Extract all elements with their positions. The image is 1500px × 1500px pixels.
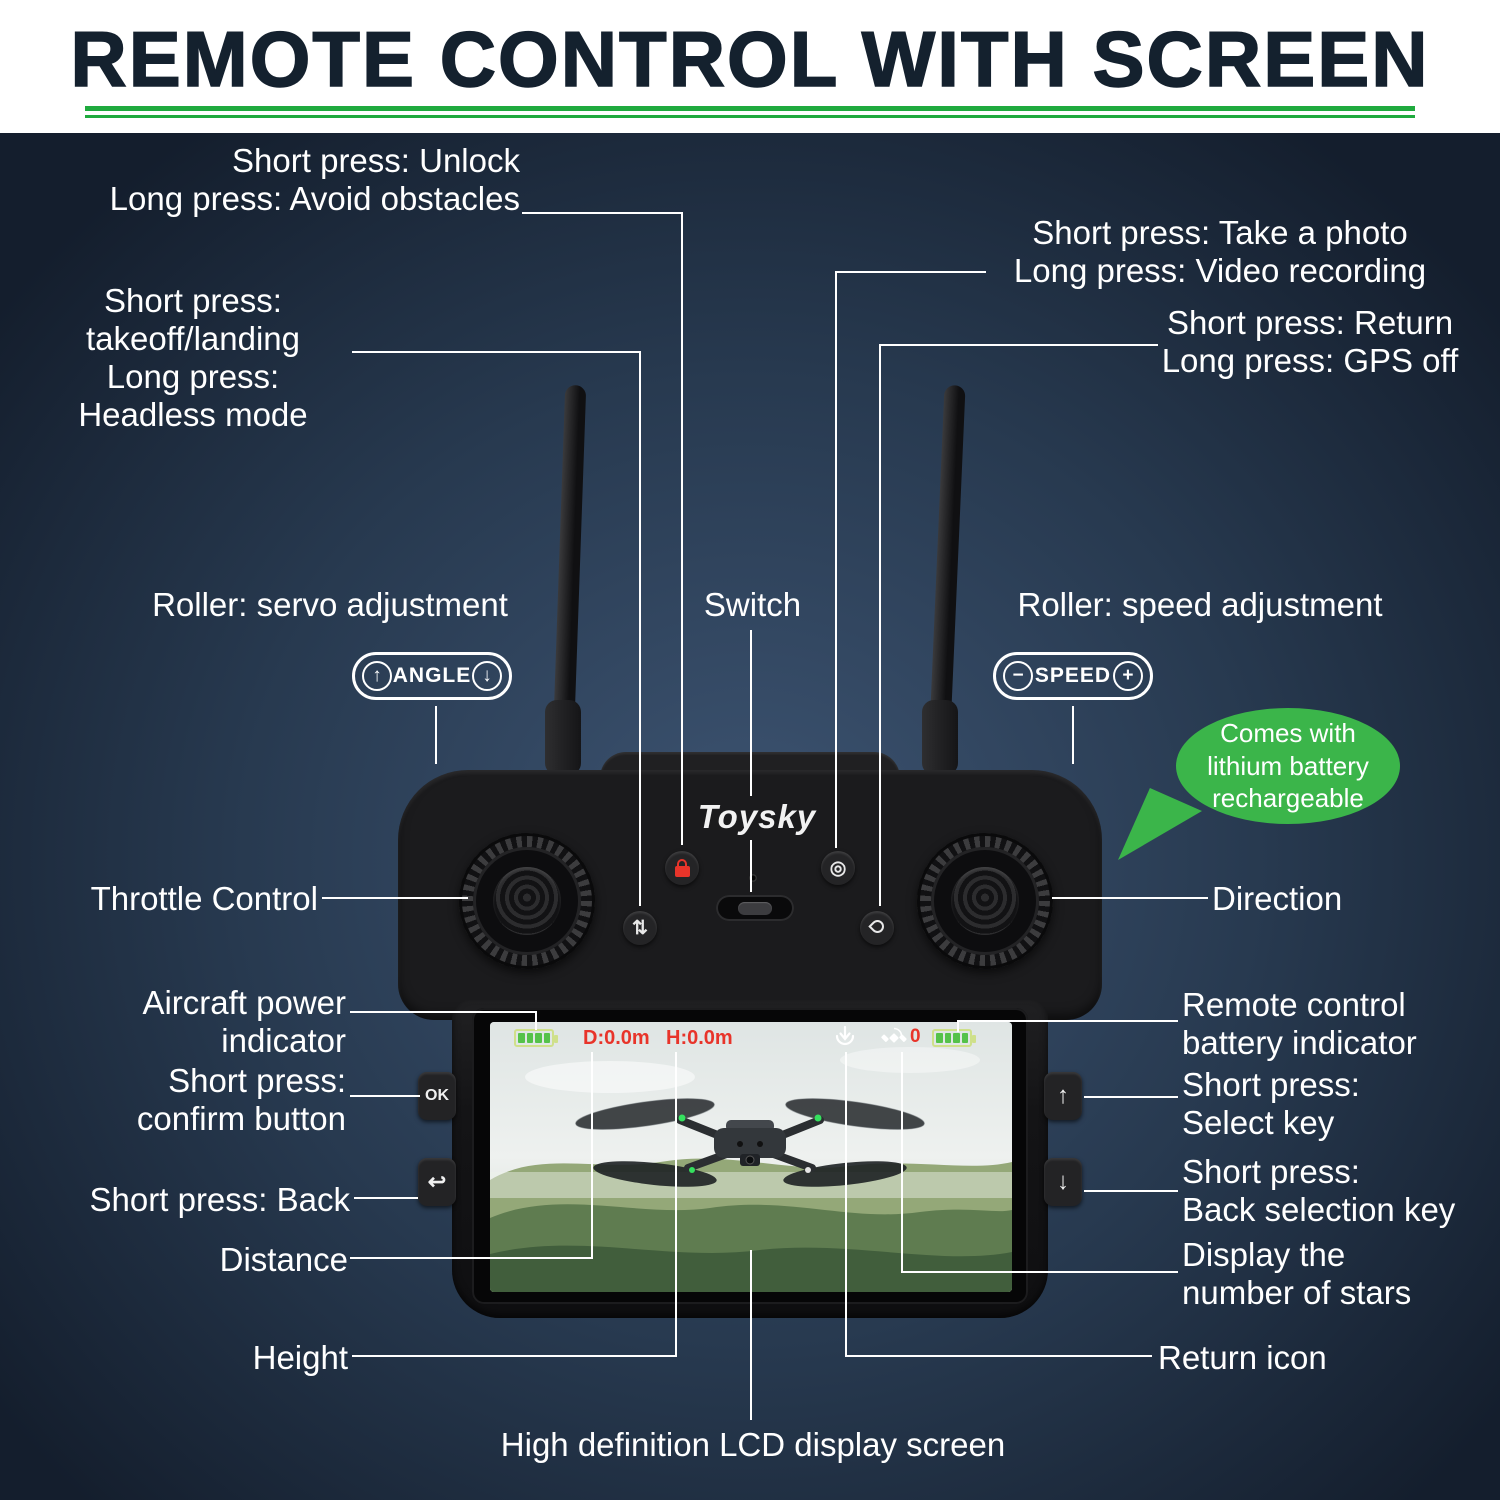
back-button: ↩ [418,1158,456,1206]
label-takeoff: Short press: takeoff/landing Long press:… [78,282,308,433]
label-throttle: Throttle Control [90,880,318,917]
speed-badge-label: SPEED [1034,664,1112,687]
select-up-button: ↑ [1044,1072,1082,1120]
right-joystick-cap [951,867,1019,935]
photo-button: ◎ [821,851,855,885]
speed-minus-icon: − [1003,661,1033,691]
label-direction: Direction [1212,880,1343,917]
speed-plus-icon: + [1112,661,1143,691]
battery-bubble: Comes with lithium battery rechargeable [1176,708,1400,824]
label-return-gps: Short press: Return Long press: GPS off [1161,304,1459,379]
label-distance: Distance [219,1241,348,1278]
angle-up-icon: ↑ [362,661,392,691]
mode-switch [716,895,794,921]
label-aircraft-power: Aircraft power indicator [142,984,346,1059]
label-switch: Switch [703,586,802,623]
mist [490,1172,1012,1198]
hud-height: H:0.0m [666,1027,733,1049]
title-band: REMOTE CONTROL WITH SCREEN [0,0,1500,133]
label-stars: Display the number of stars [1182,1236,1412,1311]
speed-roller-badge: − SPEED + [993,652,1153,700]
label-confirm: Short press: confirm button [136,1062,346,1137]
unlock-button [665,851,699,885]
select-down-button: ↓ [1044,1158,1082,1206]
label-return-icon: Return icon [1158,1339,1327,1376]
left-antenna-mount [545,700,581,775]
switch-knob [738,901,772,915]
label-back: Short press: Back [89,1181,350,1218]
mic-hole [749,874,757,882]
angle-roller-badge: ↑ ANGLE ↓ [352,652,512,700]
battery-bubble-text: Comes with lithium battery rechargeable [1207,718,1369,814]
brand-logo: Toysky [697,798,817,835]
title-underline [85,106,1415,111]
label-lcd: High definition LCD display screen [500,1426,1006,1463]
ok-button: OK [418,1072,456,1120]
label-select-key: Short press: Select key [1182,1066,1360,1141]
takeoff-button: ⇅ [623,911,657,945]
label-back-selection: Short press: Back selection key [1182,1153,1456,1228]
title-underline-2 [85,115,1415,118]
lock-icon [674,859,690,877]
label-photo: Short press: Take a photo Long press: Vi… [1013,214,1427,289]
hud-stars-count: 0 [910,1026,921,1047]
left-joystick [459,833,595,969]
angle-down-icon: ↓ [472,661,502,691]
page-title: REMOTE CONTROL WITH SCREEN [70,14,1430,104]
cloud [525,1061,695,1093]
angle-badge-label: ANGLE [392,664,472,687]
label-speed-roller: Roller: speed adjustment [1017,586,1383,623]
hud-distance: D:0.0m [583,1027,650,1049]
right-antenna-mount [922,700,958,775]
label-unlock: Short press: Unlock Long press: Avoid ob… [109,142,520,217]
gimbal-icon: ◎ [829,857,847,879]
gps-pin-icon [867,917,887,936]
rc-battery-icon [932,1029,976,1047]
cloud [840,1047,980,1073]
label-rc-battery: Remote control battery indicator [1182,986,1417,1061]
return-home-icon [835,1025,855,1046]
speech-bubble-tail [1118,788,1202,860]
aircraft-battery-icon [514,1029,558,1047]
left-joystick-ring [473,847,581,955]
label-height: Height [252,1339,348,1376]
right-joystick-ring [931,847,1039,955]
right-joystick [917,833,1053,969]
takeoff-landing-icon: ⇅ [632,917,648,939]
lcd-screen [490,1022,1012,1292]
gps-return-button [860,911,894,945]
satellite-icon [881,1027,907,1043]
label-servo-roller: Roller: servo adjustment [152,586,508,623]
lcd-screen-image [490,1022,1012,1292]
left-joystick-cap [493,867,561,935]
